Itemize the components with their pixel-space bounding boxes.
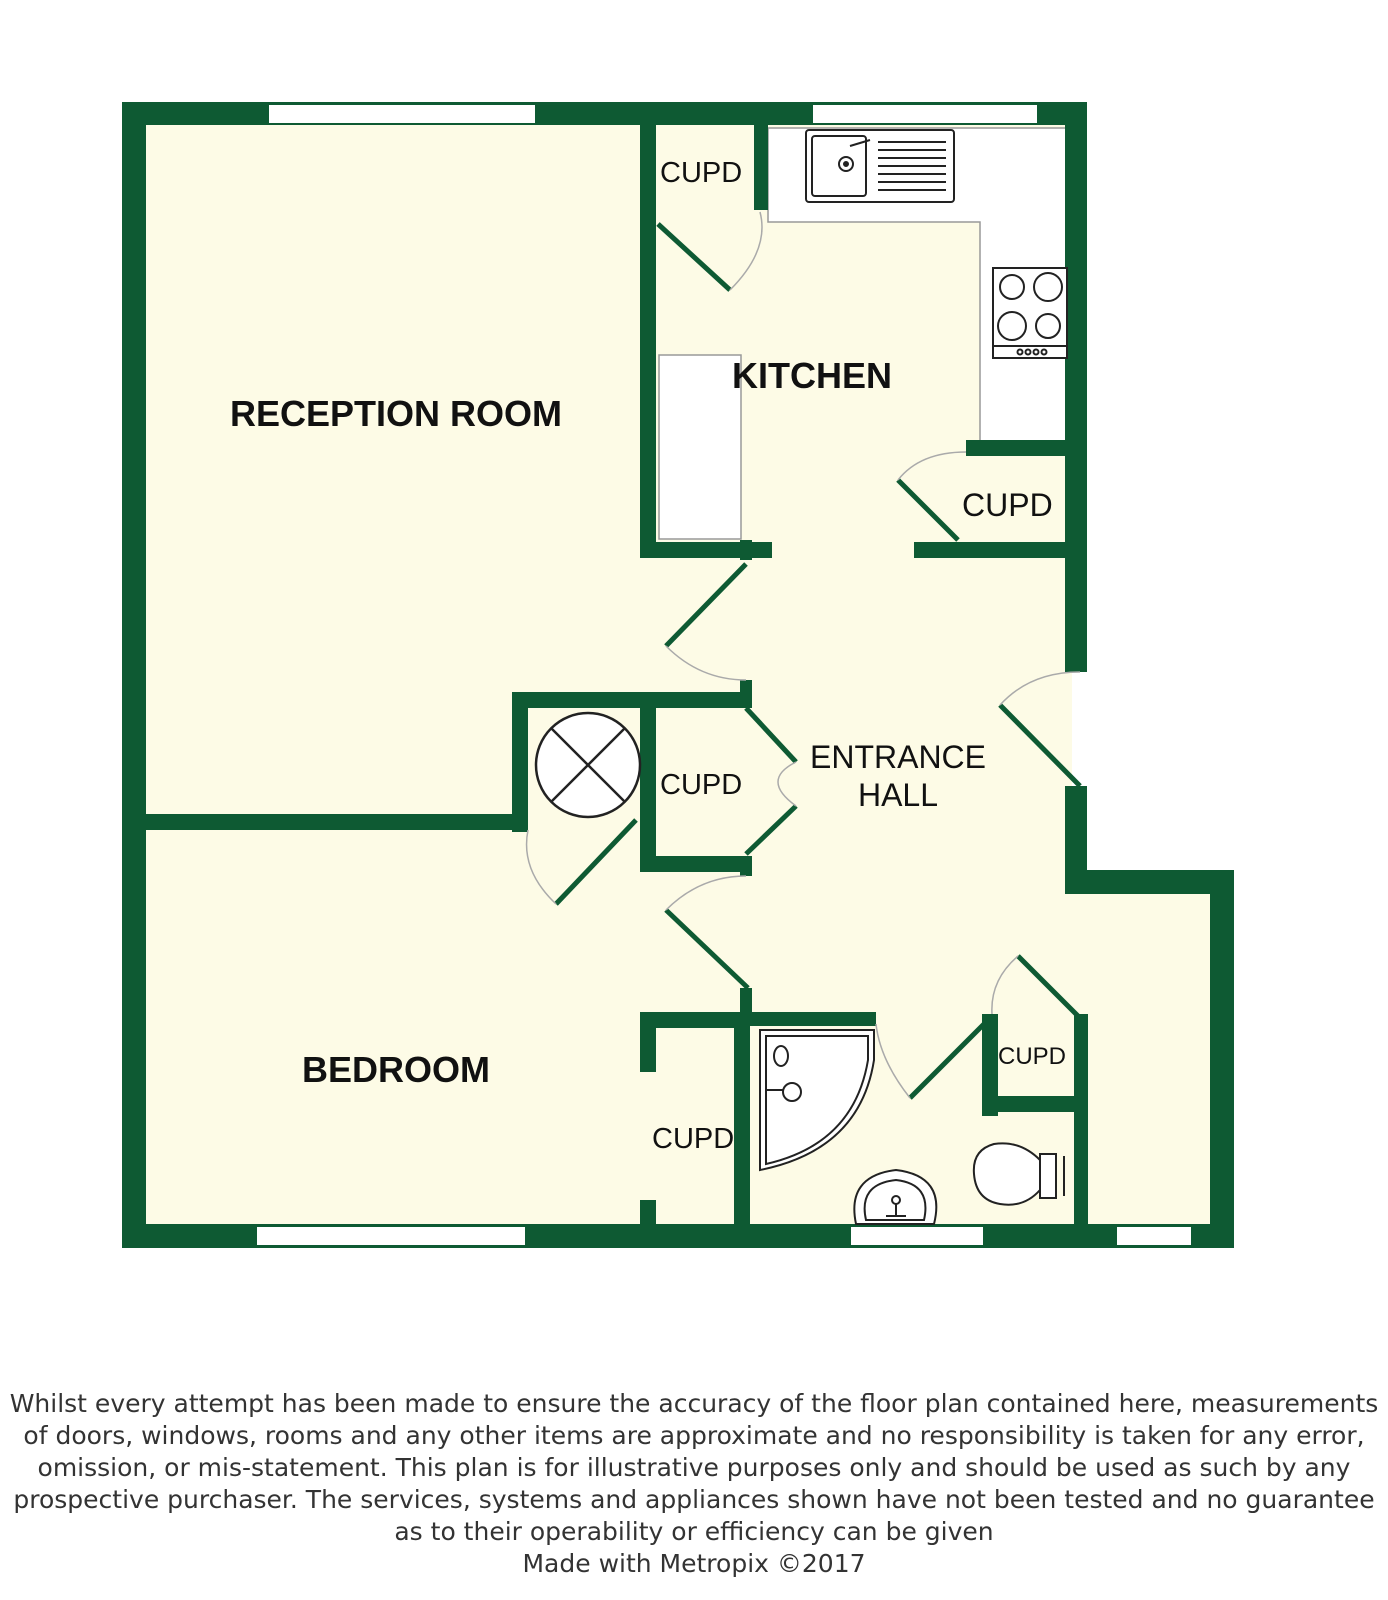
hob-icon <box>992 267 1068 359</box>
sink-icon <box>805 129 955 203</box>
kitchen-label: KITCHEN <box>732 355 892 396</box>
reception-room-label: RECEPTION ROOM <box>230 393 562 434</box>
bedroom-cupboard-label: CUPD <box>652 1123 734 1155</box>
disclaimer-line: prospective purchaser. The services, sys… <box>13 1485 1375 1514</box>
hall-cupboard-label: CUPD <box>660 769 742 801</box>
disclaimer-line: of doors, windows, rooms and any other i… <box>23 1421 1365 1450</box>
kitchen-unit <box>658 354 742 540</box>
disclaimer-line: Whilst every attempt has been made to en… <box>9 1389 1379 1418</box>
entrance-hall-label-line2: HALL <box>858 777 938 813</box>
bathroom-cupboard-label: CUPD <box>998 1043 1066 1070</box>
floor-area <box>124 104 1231 1244</box>
disclaimer-line: as to their operability or efficiency ca… <box>394 1517 994 1546</box>
kitchen-right-cupboard-label: CUPD <box>962 487 1053 523</box>
doors <box>525 211 1082 1100</box>
shower-icon <box>759 1029 875 1172</box>
bedroom-label: BEDROOM <box>302 1049 490 1090</box>
basin-icon <box>853 1168 938 1225</box>
disclaimer-line: omission, or mis-statement. This plan is… <box>37 1453 1351 1482</box>
boiler-icon <box>534 711 642 819</box>
kitchen-cupboard-label: CUPD <box>660 157 742 189</box>
windows <box>255 103 1193 1247</box>
entrance-hall-label-line1: ENTRANCE <box>810 739 986 775</box>
disclaimer: Whilst every attempt has been made to en… <box>0 1388 1388 1580</box>
floor-plan: RECEPTION ROOM KITCHEN ENTRANCE HALL BED… <box>122 102 1234 1248</box>
credit-line: Made with Metropix ©2017 <box>522 1549 866 1578</box>
toilet-icon <box>972 1142 1065 1206</box>
